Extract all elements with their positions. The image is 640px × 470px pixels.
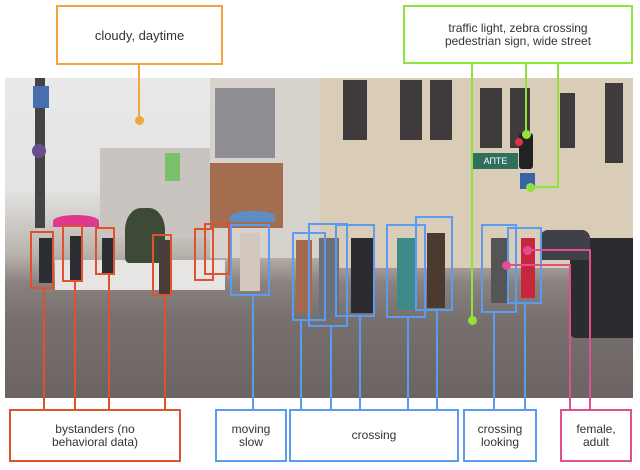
infra-connector xyxy=(471,64,473,320)
female-adult-label-line2: adult xyxy=(582,434,610,449)
window xyxy=(400,80,422,140)
bystander-bbox xyxy=(30,231,54,289)
demographic-connector xyxy=(506,264,570,266)
window xyxy=(343,80,367,140)
no-parking-sign xyxy=(32,144,46,158)
person xyxy=(427,233,445,308)
window xyxy=(430,80,452,140)
person xyxy=(240,233,260,291)
crossing-looking-label-box: crossing looking xyxy=(463,409,537,462)
person xyxy=(351,238,373,313)
blue-umbrella xyxy=(230,211,275,222)
demographic-connector xyxy=(527,249,590,251)
bystander-bbox xyxy=(62,225,83,282)
person xyxy=(102,238,114,273)
moving-slow-label-line1: moving xyxy=(231,421,271,436)
zebra-crossing-dot xyxy=(467,315,477,325)
crossing-label: crossing xyxy=(351,428,397,442)
crossing-label-box: crossing xyxy=(289,409,459,462)
person xyxy=(39,238,53,283)
window xyxy=(480,88,502,148)
crossing-looking-label-line1: crossing xyxy=(477,421,523,436)
pink-umbrella xyxy=(53,215,99,227)
scene-label-box: cloudy, daytime xyxy=(56,5,223,65)
window xyxy=(560,93,575,148)
bystander-connector xyxy=(108,275,110,409)
window xyxy=(605,83,623,163)
crossing-looking-connector xyxy=(524,304,526,409)
bystanders-label-box: bystanders (no behavioral data) xyxy=(9,409,181,462)
green-sign xyxy=(165,153,180,181)
crossing-bbox xyxy=(308,223,348,327)
crossing-bbox xyxy=(415,216,453,311)
pharmacy-sign: АПТЕ xyxy=(473,153,518,169)
bystander-connector xyxy=(164,296,166,409)
crossing-looking-connector xyxy=(493,313,495,409)
person xyxy=(159,240,171,295)
bystander-bbox xyxy=(152,234,172,296)
moving-slow-label-box: moving slow xyxy=(215,409,287,462)
infra-connector xyxy=(525,64,527,134)
infra-connector xyxy=(557,64,559,187)
bystander-bbox xyxy=(95,227,115,275)
bystander-bbox xyxy=(204,223,230,275)
building-windows xyxy=(215,88,275,158)
crossing-connector xyxy=(436,311,438,409)
crossing-connector xyxy=(330,327,332,409)
moving-slow-bbox xyxy=(230,224,270,296)
infrastructure-label-line2: pedestrian sign, wide street xyxy=(444,33,592,48)
crossing-looking-bbox xyxy=(481,224,517,313)
person xyxy=(397,238,415,310)
crossing-connector xyxy=(407,318,409,409)
scene-label: cloudy, daytime xyxy=(94,27,185,43)
infra-connector xyxy=(530,186,559,188)
bystanders-label-line2: behavioral data) xyxy=(51,434,139,449)
traffic-light-dot xyxy=(521,129,531,139)
demographic-connector xyxy=(589,249,591,409)
infrastructure-label-line1: traffic light, zebra crossing xyxy=(448,20,588,35)
crossing-looking-label-line2: looking xyxy=(480,434,520,449)
crossing-bbox xyxy=(335,224,375,317)
moving-slow-label-line2: slow xyxy=(238,434,263,449)
pedestrian-sign-dot xyxy=(525,182,535,192)
bus-stop-sign xyxy=(33,86,49,108)
car-2 xyxy=(540,230,590,260)
railing xyxy=(55,260,225,290)
female-adult-label-line1: female, xyxy=(576,421,616,436)
red-light xyxy=(515,138,523,146)
person xyxy=(491,238,509,303)
crossing-bbox xyxy=(386,224,426,318)
person xyxy=(70,236,82,281)
scene-connector xyxy=(138,65,140,120)
crossing-connector xyxy=(359,317,361,409)
bystander-connector xyxy=(43,289,45,409)
demographic-connector xyxy=(569,264,571,409)
crossing-connector xyxy=(300,321,302,409)
scene-anchor-dot xyxy=(134,115,144,125)
infrastructure-label-box: traffic light, zebra crossing pedestrian… xyxy=(403,5,633,64)
moving-slow-connector xyxy=(252,296,254,409)
female-adult-label-box: female, adult xyxy=(560,409,632,462)
bystanders-label-line1: bystanders (no xyxy=(55,421,135,436)
bystander-connector xyxy=(74,282,76,409)
